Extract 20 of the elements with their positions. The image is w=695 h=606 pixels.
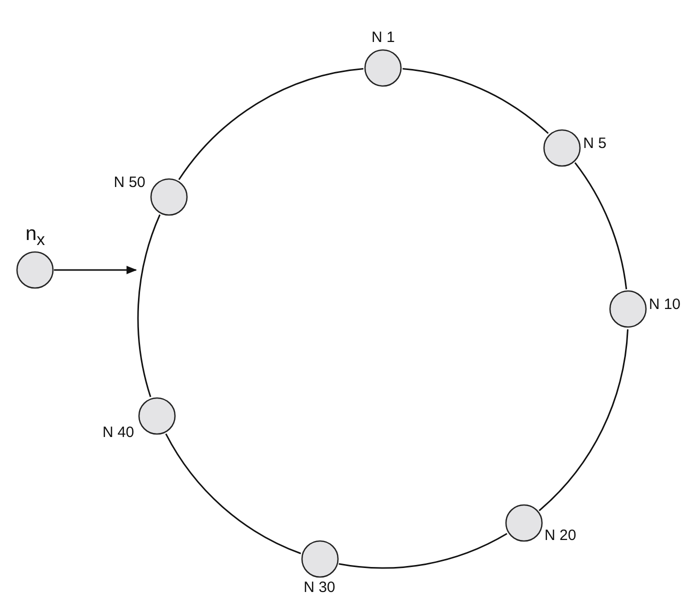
node-label: N 10 xyxy=(648,296,681,314)
node-label: N 40 xyxy=(102,424,134,442)
node-label: n$_{x}$ xyxy=(26,225,45,249)
ring-arc xyxy=(165,433,302,554)
arrow xyxy=(54,266,138,274)
ring-arc xyxy=(402,68,549,134)
node-label: N 30 xyxy=(304,579,336,598)
ring-arc xyxy=(138,214,161,398)
ring-node xyxy=(608,290,681,328)
ring-arc xyxy=(574,162,628,290)
ring-arc xyxy=(178,68,364,180)
ring-node xyxy=(364,29,402,87)
ring-node xyxy=(114,174,188,216)
ring-arc xyxy=(338,532,508,568)
ring-arc xyxy=(538,329,628,512)
node-label: N 20 xyxy=(544,526,576,545)
node-label: N 1 xyxy=(372,29,395,47)
ring-node xyxy=(543,128,606,166)
node-label: N 5 xyxy=(583,134,607,152)
node-label: N 50 xyxy=(114,174,146,192)
